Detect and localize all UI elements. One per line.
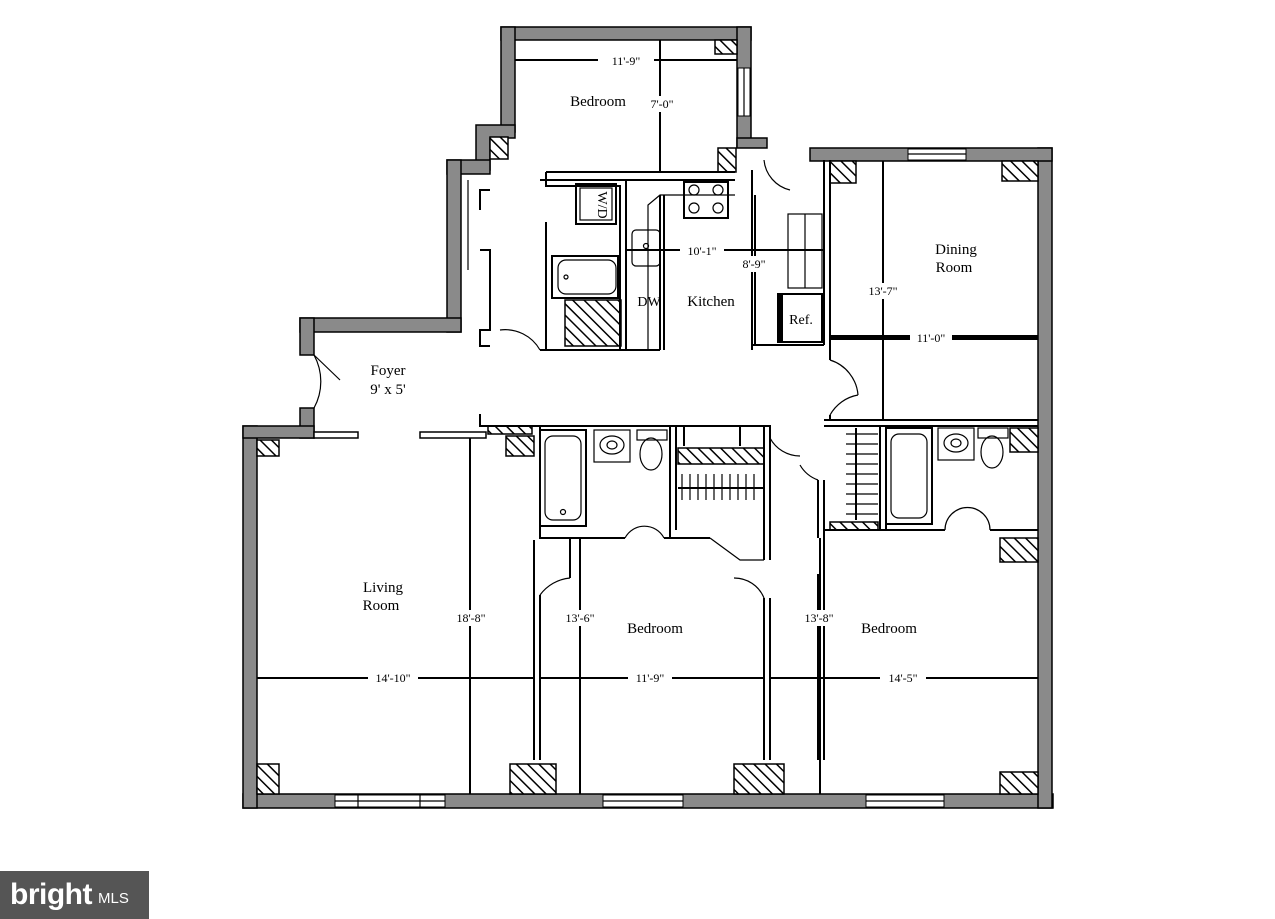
kitchen-width: 10'-1" <box>687 244 716 258</box>
bedroom-mid-label: Bedroom <box>627 621 683 637</box>
windows <box>334 67 967 808</box>
kitchen-depth: 8'-9" <box>742 257 765 271</box>
dimension-labels: 11'-9" 7'-0" 10'-1" 8'-9" 13'-7" 11'-0" … <box>368 52 952 686</box>
structural-columns <box>256 39 1039 795</box>
refrigerator-label: Ref. <box>789 313 813 328</box>
bedroom-top-depth: 7'-0" <box>650 97 673 111</box>
dining-width: 11'-0" <box>917 331 946 345</box>
dining-depth: 13'-7" <box>868 284 897 298</box>
bedroom-top-label: Bedroom <box>570 94 626 110</box>
logo-brand: bright <box>10 878 92 911</box>
living-depth: 18'-8" <box>456 611 485 625</box>
living-width: 14'-10" <box>375 671 410 685</box>
exterior-walls <box>242 26 1054 809</box>
foyer-label-line2: 9' x 5' <box>370 382 406 398</box>
bright-mls-logo: bright MLS <box>0 871 149 919</box>
fixtures: W/D Ref. <box>539 181 1009 527</box>
bedroom-right-depth: 13'-8" <box>804 611 833 625</box>
bedroom-mid-width: 11'-9" <box>636 671 665 685</box>
washer-dryer-label: W/D <box>594 191 609 218</box>
bedroom-right-label: Bedroom <box>861 621 917 637</box>
foyer-label-line1: Foyer <box>371 363 406 379</box>
room-labels: Bedroom Kitchen DW Dining Room Foyer 9' … <box>363 94 978 637</box>
bedroom-mid-depth: 13'-6" <box>565 611 594 625</box>
logo-suffix: MLS <box>97 889 129 907</box>
doors <box>313 159 991 599</box>
dishwasher-label: DW <box>637 295 661 310</box>
kitchen-label: Kitchen <box>687 294 735 310</box>
bedroom-right-width: 14'-5" <box>888 671 917 685</box>
bedroom-top-width: 11'-9" <box>612 54 641 68</box>
living-label-line1: Living <box>363 580 403 596</box>
living-label-line2: Room <box>363 598 400 614</box>
dining-label-line2: Room <box>936 260 973 276</box>
dining-label-line1: Dining <box>935 242 977 258</box>
